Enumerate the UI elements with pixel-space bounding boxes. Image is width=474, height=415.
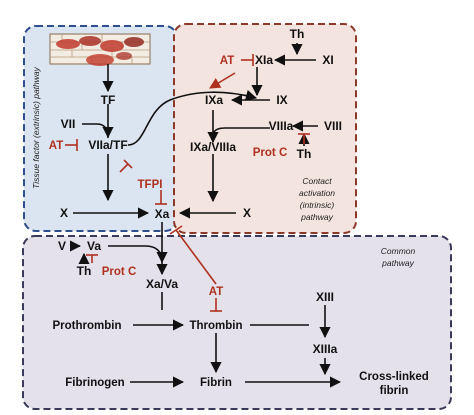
inhibit-tfpi-viia-tf xyxy=(119,163,129,173)
node-prot-c-intrinsic: Prot C xyxy=(253,147,288,159)
node-at-common: AT xyxy=(209,286,223,298)
node-xiiia: XIIIa xyxy=(313,342,338,356)
node-viia-tf: VIIa/TF xyxy=(88,138,127,152)
node-xi: XI xyxy=(322,53,333,67)
intrinsic-label-line-3: (intrinsic) xyxy=(300,200,335,210)
node-v: V xyxy=(58,239,66,253)
node-tf: TF xyxy=(101,93,116,107)
node-xia: XIa xyxy=(255,53,273,67)
inhibit-at-ixa xyxy=(209,72,236,89)
node-xa: Xa xyxy=(155,207,170,221)
arrow-viiia-joins xyxy=(212,127,270,137)
node-tfpi: TFPI xyxy=(138,179,163,191)
intrinsic-label-line-2: activation xyxy=(299,188,335,198)
node-xiii: XIII xyxy=(316,290,334,304)
node-fibrinogen: Fibrinogen xyxy=(65,377,124,389)
node-vii: VII xyxy=(61,117,76,131)
node-x-right: X xyxy=(243,206,251,220)
node-cross-linked-line-1: Cross-linked xyxy=(359,371,429,383)
node-at-top: AT xyxy=(220,55,234,67)
node-thrombin: Thrombin xyxy=(189,320,242,332)
inhibit-at-xa xyxy=(175,229,217,285)
node-th-common: Th xyxy=(77,264,92,278)
node-ix: IX xyxy=(276,93,287,107)
arrow-viia-tf-to-ix xyxy=(127,89,258,146)
extrinsic-pathway-label: Tissue factor (extrinsic) pathway xyxy=(31,66,41,189)
common-label-line-1: Common xyxy=(381,246,416,256)
node-va: Va xyxy=(87,239,101,253)
node-th-viii: Th xyxy=(297,147,312,161)
node-xa-va: Xa/Va xyxy=(146,277,178,291)
intrinsic-label-line-4: pathway xyxy=(300,212,333,222)
common-pathway-panel xyxy=(22,235,452,410)
node-fibrin: Fibrin xyxy=(200,377,232,389)
node-th-top: Th xyxy=(290,27,305,41)
node-viii: VIII xyxy=(324,119,342,133)
node-ixa-viiia: IXa/VIIIa xyxy=(190,140,236,154)
node-viiia: VIIIa xyxy=(269,119,294,133)
intrinsic-label-line-1: Contact xyxy=(302,176,332,186)
node-at-extrinsic: AT xyxy=(49,140,63,152)
node-prot-c-common: Prot C xyxy=(102,266,137,278)
node-prothrombin: Prothrombin xyxy=(53,320,122,332)
node-x-left: X xyxy=(60,206,68,220)
inhibition-marks xyxy=(65,54,310,312)
node-ixa: IXa xyxy=(205,93,223,107)
blood-vessel-injury-icon xyxy=(49,33,151,66)
extrinsic-pathway-panel xyxy=(23,25,178,232)
node-cross-linked-line-2: fibrin xyxy=(380,385,409,397)
common-label-line-2: pathway xyxy=(381,258,414,268)
activation-arrows xyxy=(69,43,342,388)
